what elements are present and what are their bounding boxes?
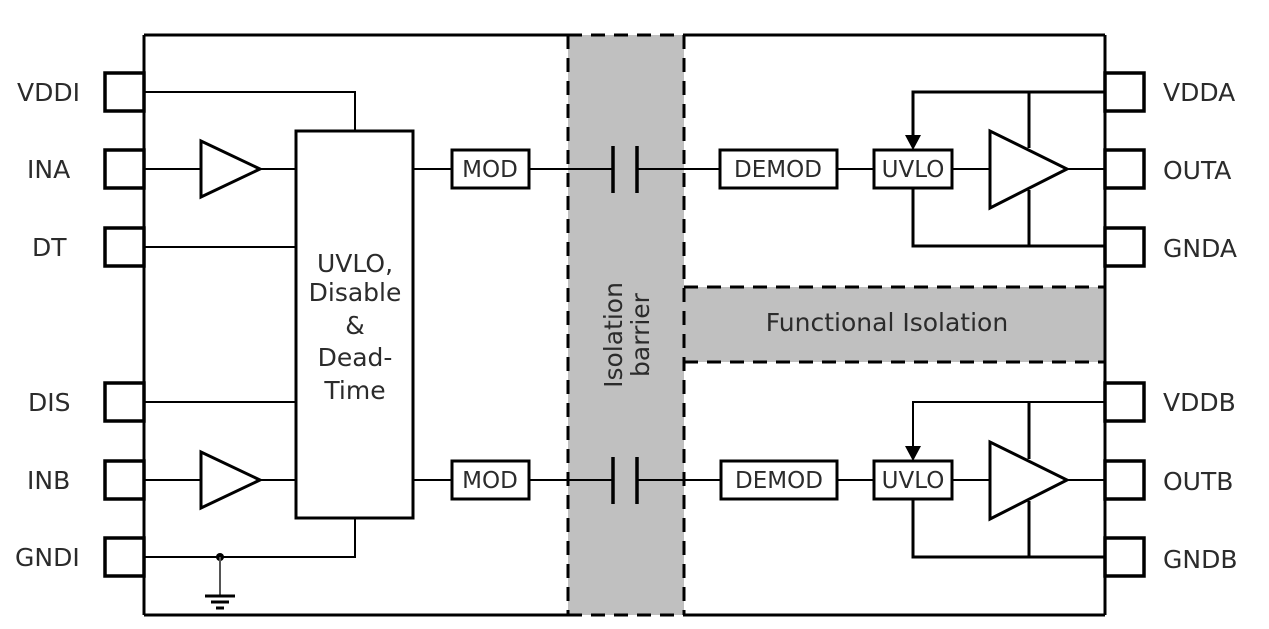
control-block-line-2: Disable — [309, 278, 402, 307]
control-block-line-1: UVLO, — [317, 249, 393, 278]
input-buffer-a-icon — [199, 138, 264, 200]
ground-icon — [205, 553, 235, 610]
label-dt: DT — [32, 233, 67, 262]
demod-block-b — [719, 459, 839, 501]
label-gndb: GNDB — [1163, 545, 1237, 574]
left-pin-boxes — [103, 71, 146, 578]
isolation-barrier-line-2: barrier — [626, 292, 655, 377]
pin-gndb — [1103, 536, 1146, 578]
pin-outa — [1103, 148, 1146, 190]
isolation-capacitor-b-icon — [611, 457, 721, 504]
pin-ina — [103, 148, 146, 190]
label-gnda: GNDA — [1163, 234, 1237, 263]
label-vdda: VDDA — [1163, 78, 1235, 107]
pin-dis — [103, 381, 146, 423]
control-block-line-5: Time — [323, 376, 385, 405]
chip-outline — [142, 33, 1107, 617]
pin-vdda — [1103, 71, 1146, 113]
isolation-barrier-line-1: Isolation — [599, 282, 628, 388]
uvlo-block-b-label: UVLO — [882, 468, 945, 494]
label-gndi: GNDI — [15, 543, 80, 572]
label-outa: OUTA — [1163, 156, 1231, 185]
isolation-barrier-label: Isolation barrier — [599, 282, 655, 388]
pin-gndi — [103, 536, 146, 578]
label-ina: INA — [27, 155, 70, 184]
functional-isolation-region — [684, 287, 1105, 362]
input-side-wiring — [144, 91, 613, 558]
right-pin-boxes — [1103, 71, 1146, 578]
pin-vddi — [103, 71, 146, 113]
pin-dt — [103, 226, 146, 268]
control-block-line-3: & — [345, 311, 365, 340]
label-vddb: VDDB — [1163, 388, 1236, 417]
uvlo-a-arrow-icon — [905, 135, 921, 150]
output-driver-b-icon — [988, 439, 1071, 522]
uvlo-b-arrow-icon — [905, 446, 921, 461]
label-inb: INB — [27, 466, 70, 495]
control-block-line-4: Dead- — [318, 343, 393, 372]
demod-block-a-label: DEMOD — [734, 157, 822, 183]
demod-block-b-label: DEMOD — [735, 468, 823, 494]
pin-gnda — [1103, 226, 1146, 268]
label-dis: DIS — [28, 388, 71, 417]
output-driver-a-icon — [988, 128, 1071, 211]
mod-block-a — [450, 148, 531, 190]
isolation-capacitor-a-icon — [611, 146, 720, 193]
functional-isolation-border — [684, 285, 1105, 364]
pin-outb — [1103, 459, 1146, 501]
mod-block-b — [450, 459, 531, 501]
input-buffer-b-icon — [199, 449, 264, 511]
label-vddi: VDDI — [17, 78, 80, 107]
mod-block-a-label: MOD — [462, 157, 518, 183]
label-outb: OUTB — [1163, 467, 1233, 496]
channel-a-output: DEMOD UVLO — [718, 90, 1105, 248]
isolation-barrier-region — [568, 35, 684, 615]
control-block — [294, 129, 415, 520]
control-block-label: UVLO, Disable & Dead- Time — [309, 249, 402, 405]
mod-block-b-label: MOD — [462, 468, 518, 494]
uvlo-block-a-label: UVLO — [882, 157, 945, 183]
pin-inb — [103, 459, 146, 501]
pin-vddb — [1103, 381, 1146, 423]
channel-b-output: DEMOD UVLO — [719, 401, 1105, 559]
isolation-barrier-border — [566, 33, 686, 617]
functional-isolation-label: Functional Isolation — [766, 308, 1008, 337]
